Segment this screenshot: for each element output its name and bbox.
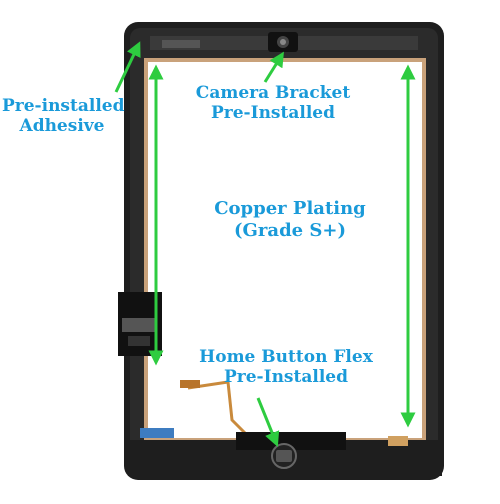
adhesive-label-line-1: Pre-installed (2, 96, 125, 116)
home-label: Home Button Flex Pre-Installed (196, 347, 376, 388)
adhesive-label-line-2: Adhesive (19, 116, 105, 137)
copper-label-line-1: Copper Plating (214, 198, 366, 219)
camera-label-line-2: Pre-Installed (211, 103, 335, 124)
camera-label: Camera Bracket Pre-Installed (188, 83, 358, 124)
adhesive-label: Pre-installed Adhesive (2, 96, 125, 137)
home-button-flex (128, 428, 442, 476)
home-arrow (256, 397, 280, 447)
camera-bracket (268, 32, 298, 52)
copper-label-line-2: (Grade S+) (234, 219, 346, 241)
touch-glass (148, 62, 422, 438)
adhesive-arrow (114, 41, 141, 93)
copper-label: Copper Plating (Grade S+) (205, 198, 375, 241)
camera-arrow (263, 51, 284, 83)
camera-label-line-1: Camera Bracket (195, 83, 351, 103)
home-label-line-2: Pre-Installed (224, 367, 348, 388)
home-label-line-1: Home Button Flex (199, 347, 373, 367)
